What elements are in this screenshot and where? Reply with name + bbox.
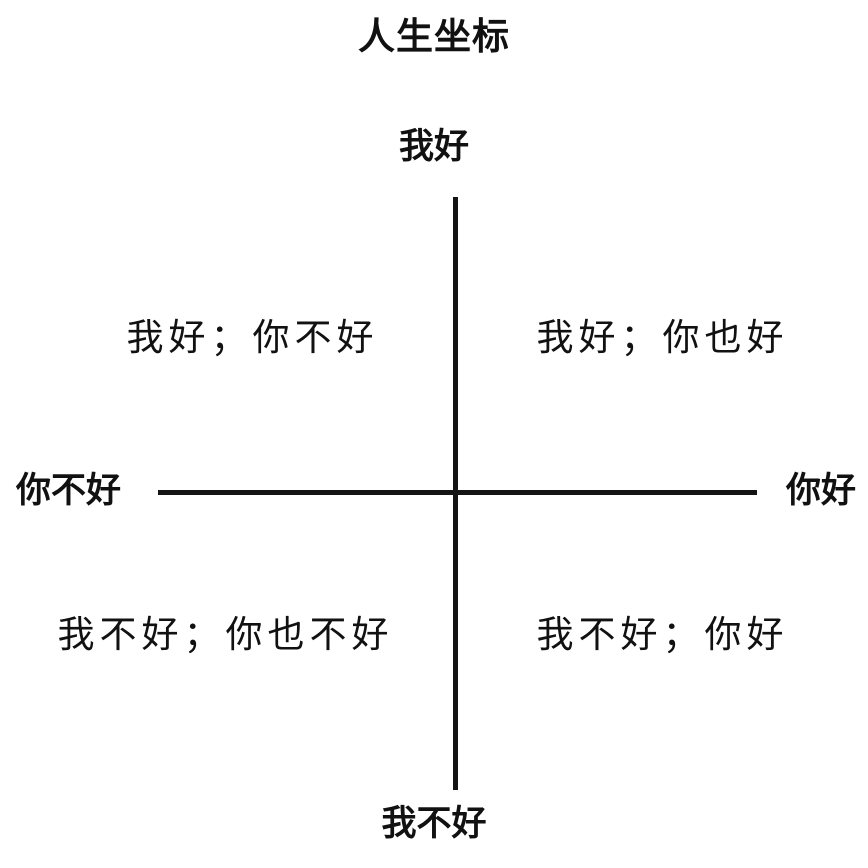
page-title: 人生坐标 (358, 16, 510, 57)
axis-label-left: 你不好 (16, 471, 122, 510)
quadrant-label-bottom-right: 我不好；你好 (536, 613, 789, 656)
axis-label-right: 你好 (785, 471, 856, 510)
quadrant-label-top-right: 我好；你也好 (536, 316, 789, 359)
axis-label-top: 我好 (398, 127, 469, 166)
quadrant-label-bottom-left: 我不好；你也不好 (57, 613, 394, 656)
axis-label-bottom: 我不好 (381, 804, 487, 843)
horizontal-axis-line (158, 490, 757, 495)
quadrant-label-top-left: 我好；你不好 (126, 316, 379, 359)
